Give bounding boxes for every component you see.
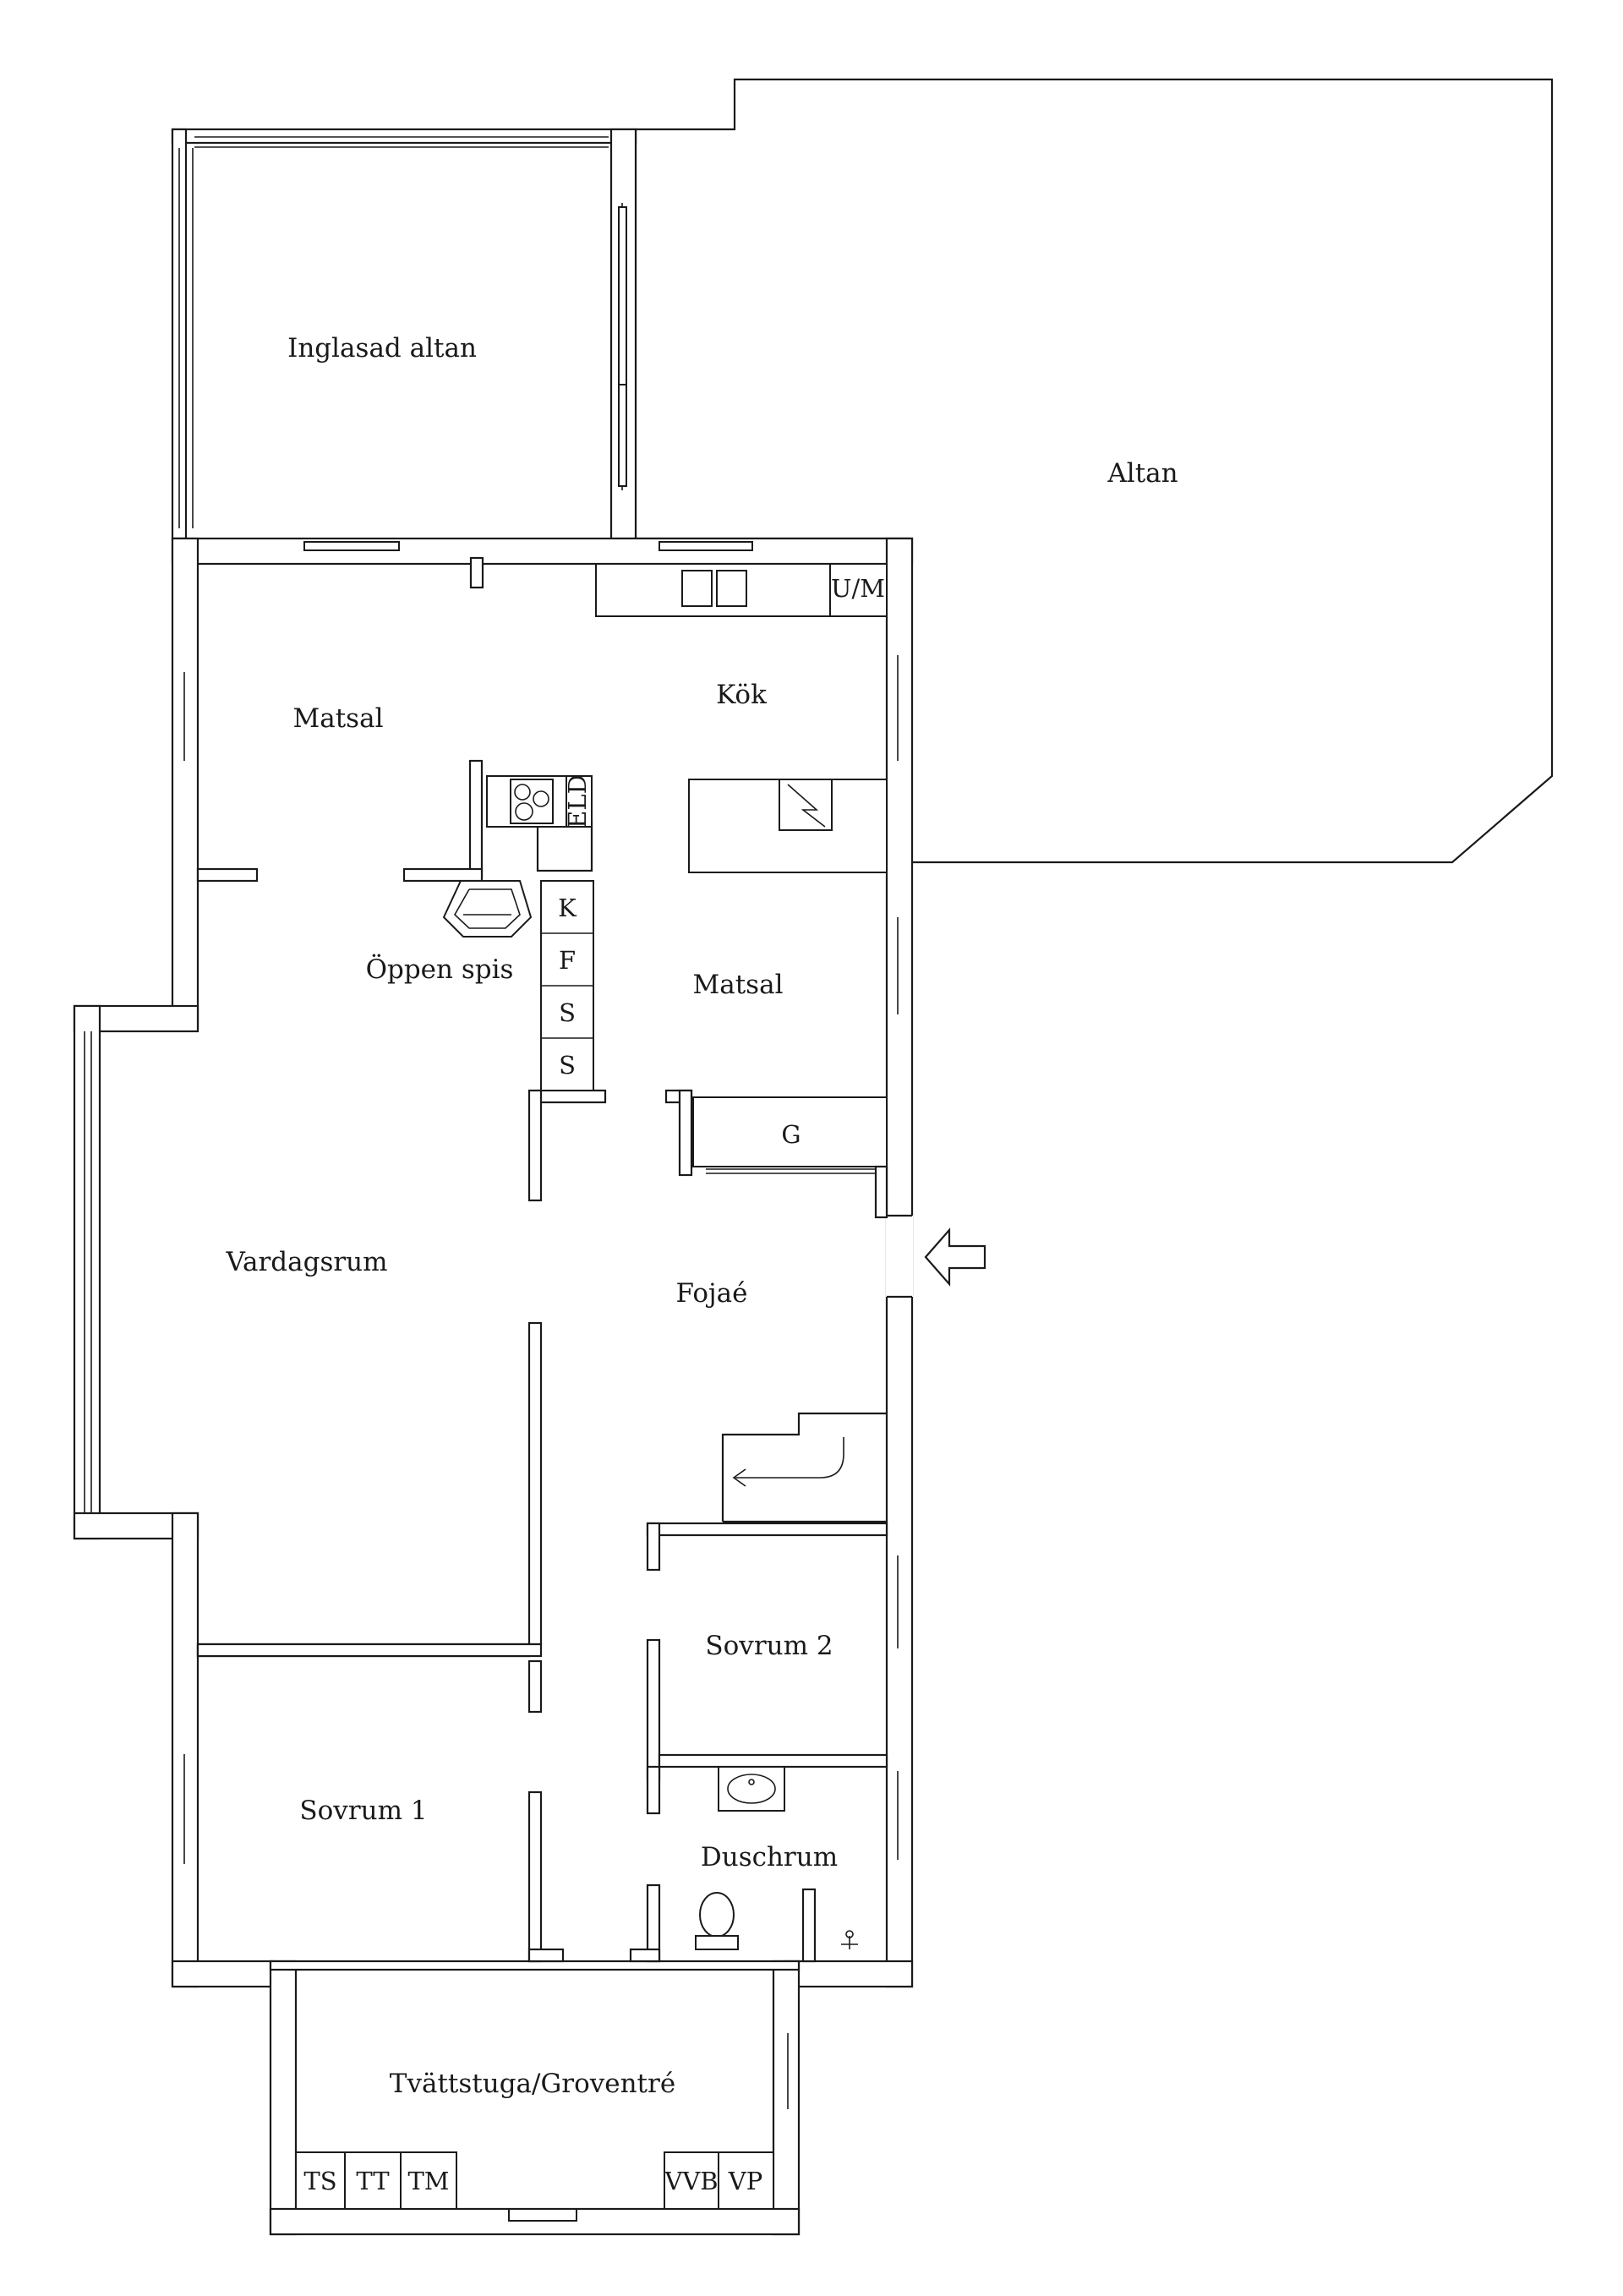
- um-label: U/M: [831, 574, 885, 603]
- eld-label: ELD: [563, 774, 592, 828]
- room-label-vardagsrum: Vardagsrum: [225, 1247, 387, 1277]
- tm-label: TM: [407, 2167, 449, 2195]
- stairs: [721, 1412, 887, 1523]
- room-label-sovrum-1: Sovrum 1: [299, 1796, 427, 1826]
- laundry-appliances-right: [664, 2151, 774, 2210]
- tt-label: TT: [356, 2167, 390, 2195]
- tvattstuga-walls: [269, 1960, 801, 2236]
- inglasad-altan-walls: [171, 128, 637, 540]
- kitchen-counter: [595, 563, 888, 617]
- house-exterior-walls: [73, 537, 914, 1988]
- ts-label: TS: [303, 2167, 336, 2195]
- stove: [486, 775, 593, 828]
- g-label: G: [781, 1120, 801, 1149]
- s-label-1: S: [559, 998, 576, 1027]
- f-label: F: [559, 946, 576, 975]
- vp-label: VP: [728, 2167, 762, 2195]
- k-label: K: [558, 894, 577, 922]
- room-label-inglasad-altan: Inglasad altan: [287, 333, 477, 364]
- entrance-arrow-icon: [924, 1227, 986, 1287]
- vvb-label: VVB: [664, 2167, 718, 2195]
- room-label-duschrum: Duschrum: [701, 1842, 838, 1872]
- room-label-matsal-2: Matsal: [693, 970, 784, 1000]
- fireplace: [442, 880, 533, 938]
- room-label-kok: Kök: [716, 680, 767, 710]
- room-label-oppen-spis: Öppen spis: [366, 953, 514, 985]
- storage-column: [540, 880, 594, 1091]
- sink: [718, 1766, 785, 1812]
- interior-walls: [196, 556, 888, 1963]
- room-label-altan: Altan: [1107, 458, 1178, 489]
- kitchen-island: [688, 779, 888, 873]
- room-label-matsal-1: Matsal: [293, 703, 384, 734]
- shower-icon: [841, 1930, 858, 1949]
- room-label-tvattstuga: Tvättstuga/Groventré: [390, 2069, 675, 2099]
- room-label-sovrum-2: Sovrum 2: [705, 1631, 833, 1661]
- altan-deck-outline: [634, 78, 1554, 864]
- room-label-fojae: Fojaé: [676, 1278, 748, 1309]
- toilet: [695, 1892, 739, 1950]
- laundry-appliances-left: [295, 2151, 457, 2210]
- s-label-2: S: [559, 1051, 576, 1080]
